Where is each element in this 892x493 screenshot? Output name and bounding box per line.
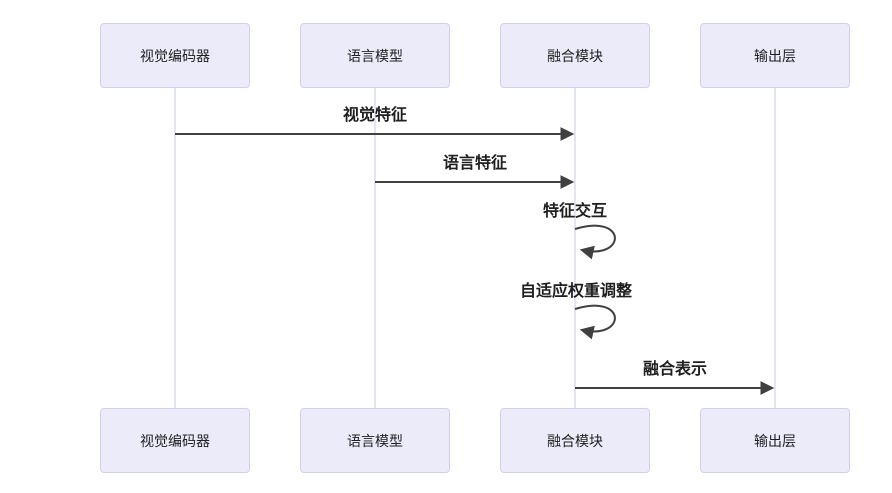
actor-output-layer-top: 输出层 bbox=[700, 23, 850, 88]
actor-visual-encoder-top: 视觉编码器 bbox=[100, 23, 250, 88]
message-label-language-features: 语言特征 bbox=[442, 155, 508, 172]
actor-language-model-bottom: 语言模型 bbox=[300, 408, 450, 473]
message-arrows bbox=[175, 127, 775, 395]
actor-fusion-module-top: 融合模块 bbox=[500, 23, 650, 88]
actor-label: 视觉编码器 bbox=[140, 432, 210, 449]
actor-label: 输出层 bbox=[754, 47, 796, 64]
self-loop-adaptive-weight-adjustment bbox=[574, 304, 616, 340]
actor-visual-encoder-bottom: 视觉编码器 bbox=[100, 408, 250, 473]
message-label-visual-features: 视觉特征 bbox=[342, 107, 408, 124]
actor-output-layer-bottom: 输出层 bbox=[700, 408, 850, 473]
message-label-feature-interaction: 特征交互 bbox=[542, 203, 608, 220]
message-label-adaptive-weight-adjustment: 自适应权重调整 bbox=[519, 283, 633, 300]
actor-language-model-top: 语言模型 bbox=[300, 23, 450, 88]
actor-label: 视觉编码器 bbox=[140, 47, 210, 64]
message-label-fused-representation: 融合表示 bbox=[642, 361, 708, 378]
actor-label: 输出层 bbox=[754, 432, 796, 449]
actor-label: 语言模型 bbox=[347, 47, 403, 64]
actor-fusion-module-bottom: 融合模块 bbox=[500, 408, 650, 473]
lifelines bbox=[174, 88, 776, 408]
self-loop-feature-interaction bbox=[574, 224, 616, 260]
actor-label: 语言模型 bbox=[347, 432, 403, 449]
actor-label: 融合模块 bbox=[547, 47, 603, 64]
actor-label: 融合模块 bbox=[547, 432, 603, 449]
